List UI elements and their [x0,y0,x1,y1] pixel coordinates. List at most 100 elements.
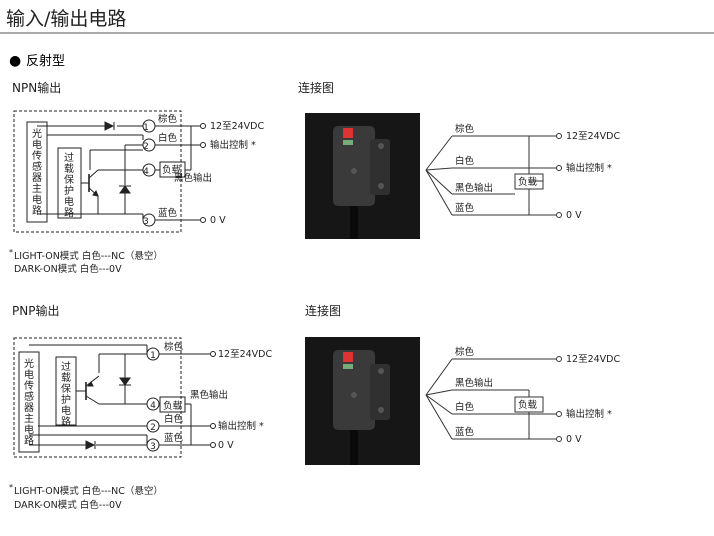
svg-text:光: 光 [24,357,34,370]
section-bullet: ● [9,53,21,69]
svg-text:白色: 白色 [455,155,475,167]
pnp-wire-black: 黑色输出 [190,389,228,401]
npn-notes: * LIGHT-ON模式 白色---NC（悬空） DARK-ON模式 白色---… [9,248,163,275]
svg-text:输出控制 *: 输出控制 * [566,408,612,420]
pnp-wire-white: 白色 [164,413,184,425]
svg-text:电: 电 [24,368,34,381]
svg-text:过: 过 [64,151,74,164]
svg-text:蓝色: 蓝色 [455,202,475,214]
svg-text:保: 保 [64,173,74,186]
svg-text:电: 电 [24,423,34,436]
pnp-protect-text: 过 载 保 护 电 路 [61,360,71,428]
pnp-wire-brown: 棕色 [164,341,184,353]
svg-text:感: 感 [24,390,34,403]
npn-control: 输出控制 * [210,139,256,151]
svg-text:路: 路 [61,415,71,428]
svg-text:3: 3 [150,442,156,452]
npn-conn-labels: 棕色 白色 黑色输出 蓝色 负载 12至24VDC 输出控制 * 0 V [455,123,620,221]
svg-text:保: 保 [61,382,71,395]
pnp-wire-blue: 蓝色 [164,432,184,444]
svg-text:12至24VDC: 12至24VDC [566,131,620,142]
npn-zener [119,185,131,194]
npn-protect-text: 过 载 保 护 电 路 [64,151,74,219]
svg-text:电: 电 [64,195,74,208]
npn-main-circuit-box [26,121,48,223]
npn-labels: 1 2 4 3 棕色 白色 蓝色 黑色输出 负载 12至24VDC 输出控制 *… [143,113,264,227]
svg-text:蓝色: 蓝色 [455,426,475,438]
pnp-sensor-photo [305,337,420,465]
npn-wire-white: 白色 [158,132,178,144]
svg-text:4: 4 [150,401,156,411]
svg-text:黑色输出: 黑色输出 [455,377,493,389]
npn-supply: 12至24VDC [210,121,264,132]
pnp-note-dark-on: DARK-ON模式 白色---0V [14,499,122,511]
npn-conn-title: 连接图 [298,80,334,95]
svg-text:过: 过 [61,360,71,373]
svg-text:护: 护 [64,184,74,197]
svg-text:3: 3 [143,217,149,227]
pnp-circuit: PNP输出 [12,303,216,458]
npn-note-dark-on: DARK-ON模式 白色---0V [14,263,122,275]
svg-text:黑色输出: 黑色输出 [455,182,493,194]
npn-wire-brown: 棕色 [158,113,178,125]
svg-text:传: 传 [32,150,42,162]
svg-text:传: 传 [24,380,34,392]
npn-diode-top [104,121,115,131]
pnp-supply: 12至24VDC [218,349,272,360]
svg-text:感: 感 [32,160,42,173]
svg-text:2: 2 [150,423,156,433]
pnp-notes: * LIGHT-ON模式 白色---NC（悬空） DARK-ON模式 白色---… [9,483,163,511]
svg-text:器: 器 [24,402,34,414]
npn-sensor-text: 光 电 传 感 器 主 电 路 [32,127,42,217]
svg-text:棕色: 棕色 [455,346,475,358]
pnp-conn-wires [425,356,562,442]
svg-text:负载: 负载 [518,176,538,188]
svg-text:*: * [9,248,13,257]
pnp-main-circuit-box [18,351,40,453]
svg-text:电: 电 [32,193,42,206]
svg-text:白色: 白色 [455,401,475,413]
pnp-conn-title: 连接图 [305,303,341,318]
svg-text:载: 载 [61,372,71,384]
npn-circuit: NPN输出 [12,80,206,233]
npn-wire-black: 黑色输出 [174,172,212,184]
svg-text:2: 2 [143,142,149,152]
svg-text:0 V: 0 V [566,434,582,445]
svg-text:主: 主 [32,183,42,195]
pnp-title: PNP输出 [12,303,59,318]
svg-text:负载: 负载 [518,399,538,411]
npn-load-label: 负载 [162,164,182,176]
section-title: 反射型 [26,53,65,69]
pnp-conn-labels: 棕色 黑色输出 白色 蓝色 负载 12至24VDC 输出控制 * 0 V [455,346,620,445]
svg-text:护: 护 [61,393,71,406]
svg-text:载: 载 [64,163,74,175]
svg-text:1: 1 [150,351,156,361]
pnp-note-light-on: LIGHT-ON模式 白色---NC（悬空） [14,485,163,497]
svg-text:路: 路 [32,204,42,217]
npn-zero: 0 V [210,215,226,226]
svg-text:12至24VDC: 12至24VDC [566,354,620,365]
npn-title: NPN输出 [12,80,61,95]
npn-conn-wires [425,133,562,218]
npn-note-light-on: LIGHT-ON模式 白色---NC（悬空） [14,250,163,262]
svg-text:路: 路 [64,206,74,219]
npn-sensor-housing [13,110,182,233]
svg-text:电: 电 [32,138,42,151]
svg-text:棕色: 棕色 [455,123,475,135]
npn-wire-blue: 蓝色 [158,207,178,219]
svg-text:电: 电 [61,404,71,417]
svg-text:路: 路 [24,434,34,447]
svg-text:1: 1 [143,123,149,133]
pnp-control: 输出控制 * [218,420,264,432]
svg-text:主: 主 [24,413,34,425]
svg-text:器: 器 [32,172,42,184]
svg-text:输出控制 *: 输出控制 * [566,162,612,174]
pnp-diode-bottom [85,440,96,450]
svg-text:光: 光 [32,127,42,140]
svg-text:4: 4 [143,167,149,177]
pnp-zero: 0 V [218,440,234,451]
svg-text:*: * [9,483,13,492]
pnp-labels: 1 4 2 3 棕色 黑色输出 负载 白色 蓝色 12至24VDC 输出控制 *… [150,341,272,452]
